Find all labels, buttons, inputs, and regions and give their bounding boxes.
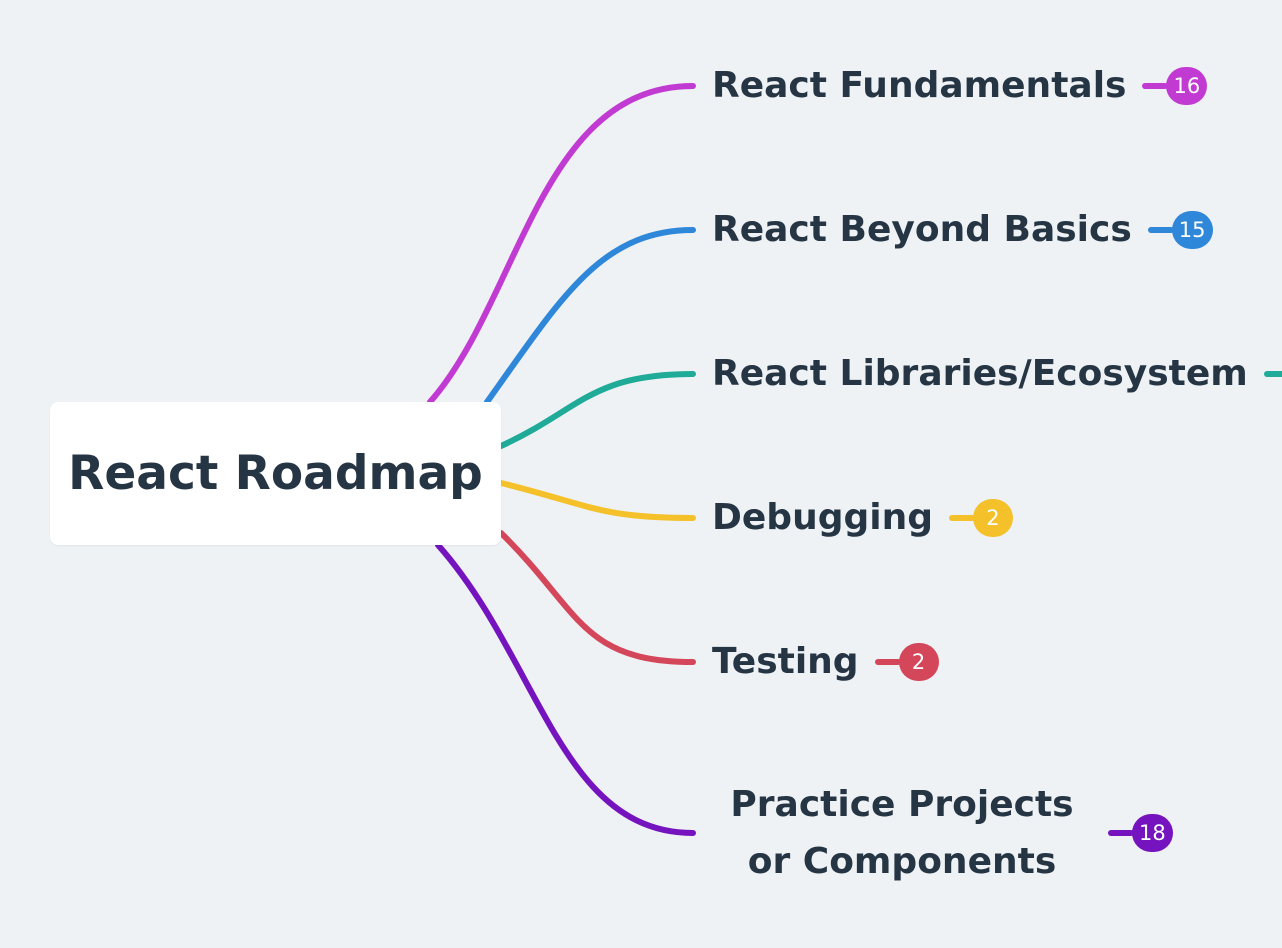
topic-label: Practice Projects or Components [730,784,1074,882]
root-node-label: React Roadmap [68,446,483,501]
topic-label: React Beyond Basics [712,209,1132,250]
connector-testing [498,530,696,665]
child-count-badge[interactable]: 2 [972,499,1013,537]
count-connector [874,659,901,665]
child-count-badge[interactable]: 18 [1132,814,1173,852]
topic-react-libraries-ecosystem[interactable]: React Libraries/Ecosystem 3 [712,346,1282,402]
count-connector [1147,227,1174,233]
connector-react-libraries [498,371,696,449]
topic-label: Testing [712,641,859,682]
root-node[interactable]: React Roadmap [50,402,501,545]
topic-testing[interactable]: Testing 2 [712,634,939,690]
child-count-badge[interactable]: 2 [898,643,939,681]
child-count-badge[interactable]: 15 [1171,211,1213,249]
topic-label: Debugging [712,497,933,538]
topic-practice-projects[interactable]: Practice Projects or Components 18 [712,776,1173,890]
count-connector [1142,83,1169,89]
topic-debugging[interactable]: Debugging 2 [712,490,1013,546]
connector-react-fundamentals [427,83,696,405]
count-connector [1263,371,1282,377]
connector-practice-projects [435,542,696,836]
child-count-badge[interactable]: 16 [1166,67,1208,105]
topic-react-fundamentals[interactable]: React Fundamentals 16 [712,58,1208,114]
topic-react-beyond-basics[interactable]: React Beyond Basics 15 [712,202,1213,258]
count-connector [948,515,975,521]
topic-label: React Libraries/Ecosystem [712,353,1248,394]
topic-label: React Fundamentals [712,65,1127,106]
connector-debugging [498,480,696,521]
count-connector [1108,830,1134,836]
connector-react-beyond-basics [484,227,696,405]
